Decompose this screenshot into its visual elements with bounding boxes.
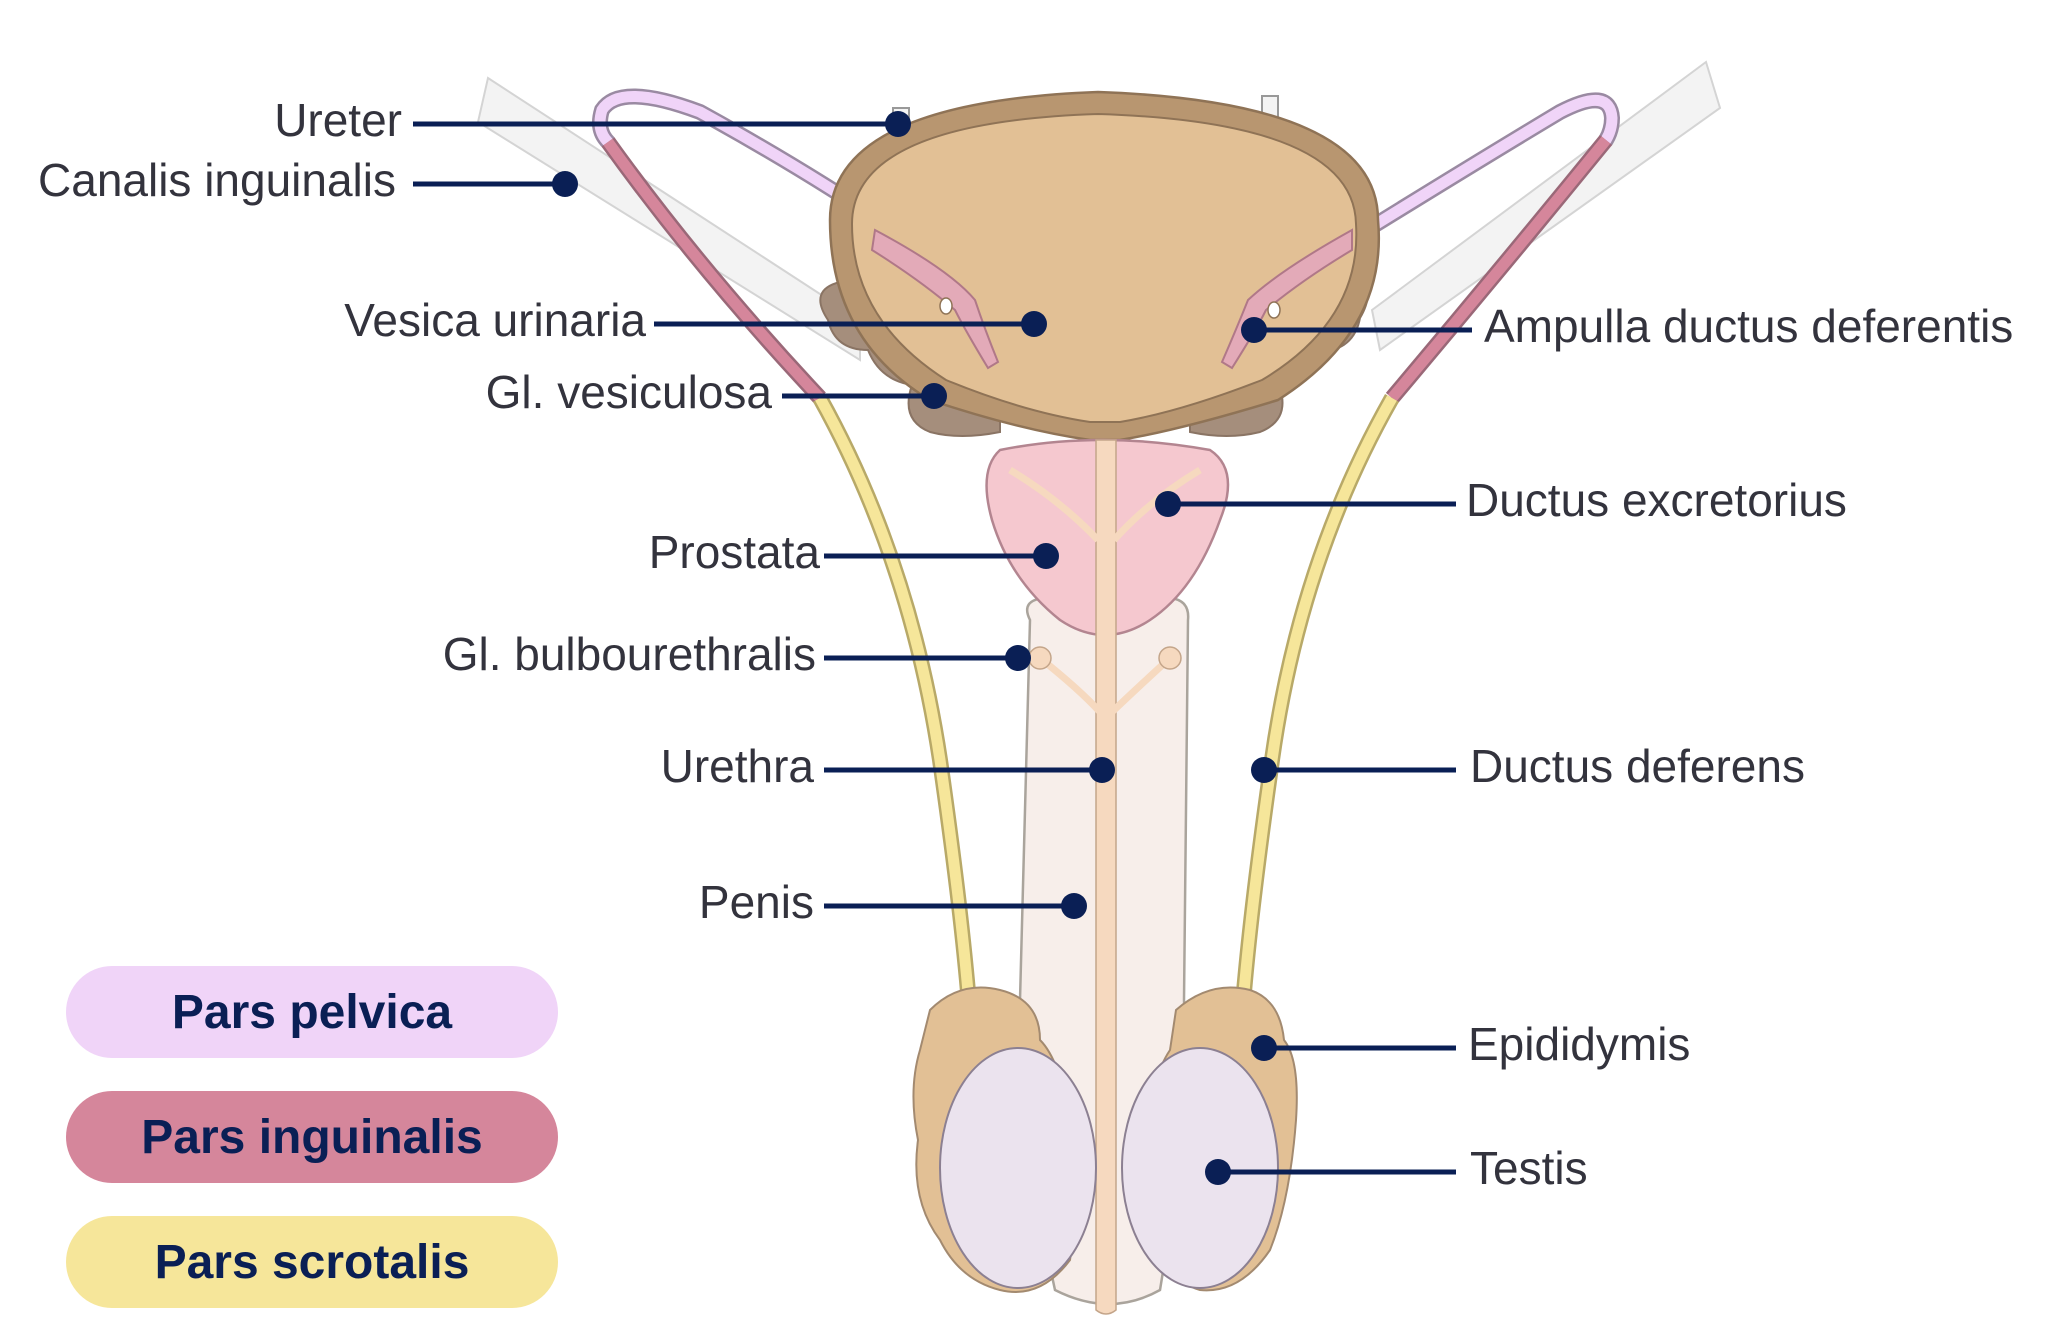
pointer-penis [1061,893,1087,919]
testes [912,986,1298,1293]
label-vesica-urinaria: Vesica urinaria [344,294,646,346]
label-urethra: Urethra [661,740,815,792]
pointer-bulbourethralis [1005,645,1031,671]
ductus-deferens-right [1236,92,1621,993]
label-testis: Testis [1470,1142,1588,1194]
pointer-epididymis [1251,1035,1277,1061]
label-ductus-excretorius: Ductus excretorius [1466,474,1847,526]
urethra-shape [1008,439,1202,1315]
label-ductus-deferens: Ductus deferens [1470,740,1805,792]
pointer-vesica [1021,311,1047,337]
pointer-urethra [1089,757,1115,783]
label-gl-vesiculosa: Gl. vesiculosa [486,366,773,418]
legend-label-inguinalis: Pars inguinalis [141,1111,482,1164]
label-ampulla: Ampulla ductus deferentis [1484,300,2013,352]
pointer-ampulla [1241,317,1267,343]
label-penis: Penis [699,876,814,928]
label-ureter: Ureter [274,94,402,146]
legend-label-pelvica: Pars pelvica [172,986,453,1039]
pointer-vesiculosa [921,383,947,409]
pointer-canalis [552,171,578,197]
legend-swatch-inguinalis [66,1091,558,1183]
legend-swatch-scrotalis [66,1216,558,1308]
pointer-testis [1205,1159,1231,1185]
labels: Ureter Canalis inguinalis Vesica urinari… [38,94,2013,1194]
pointer-prostata [1033,543,1059,569]
bladder [828,90,1381,442]
legend: Pars pelvica Pars inguinalis Pars scrota… [66,966,558,1308]
label-canalis-inguinalis: Canalis inguinalis [38,154,396,206]
label-prostata: Prostata [649,526,821,578]
legend-swatch-pelvica [66,966,558,1058]
label-epididymis: Epididymis [1468,1018,1690,1070]
pointer-excretorius [1155,491,1181,517]
leader-lines [413,111,1472,1185]
legend-label-scrotalis: Pars scrotalis [155,1236,470,1289]
pointer-deferens [1251,757,1277,783]
label-gl-bulbourethralis: Gl. bulbourethralis [443,628,816,680]
pointer-ureter [885,111,911,137]
